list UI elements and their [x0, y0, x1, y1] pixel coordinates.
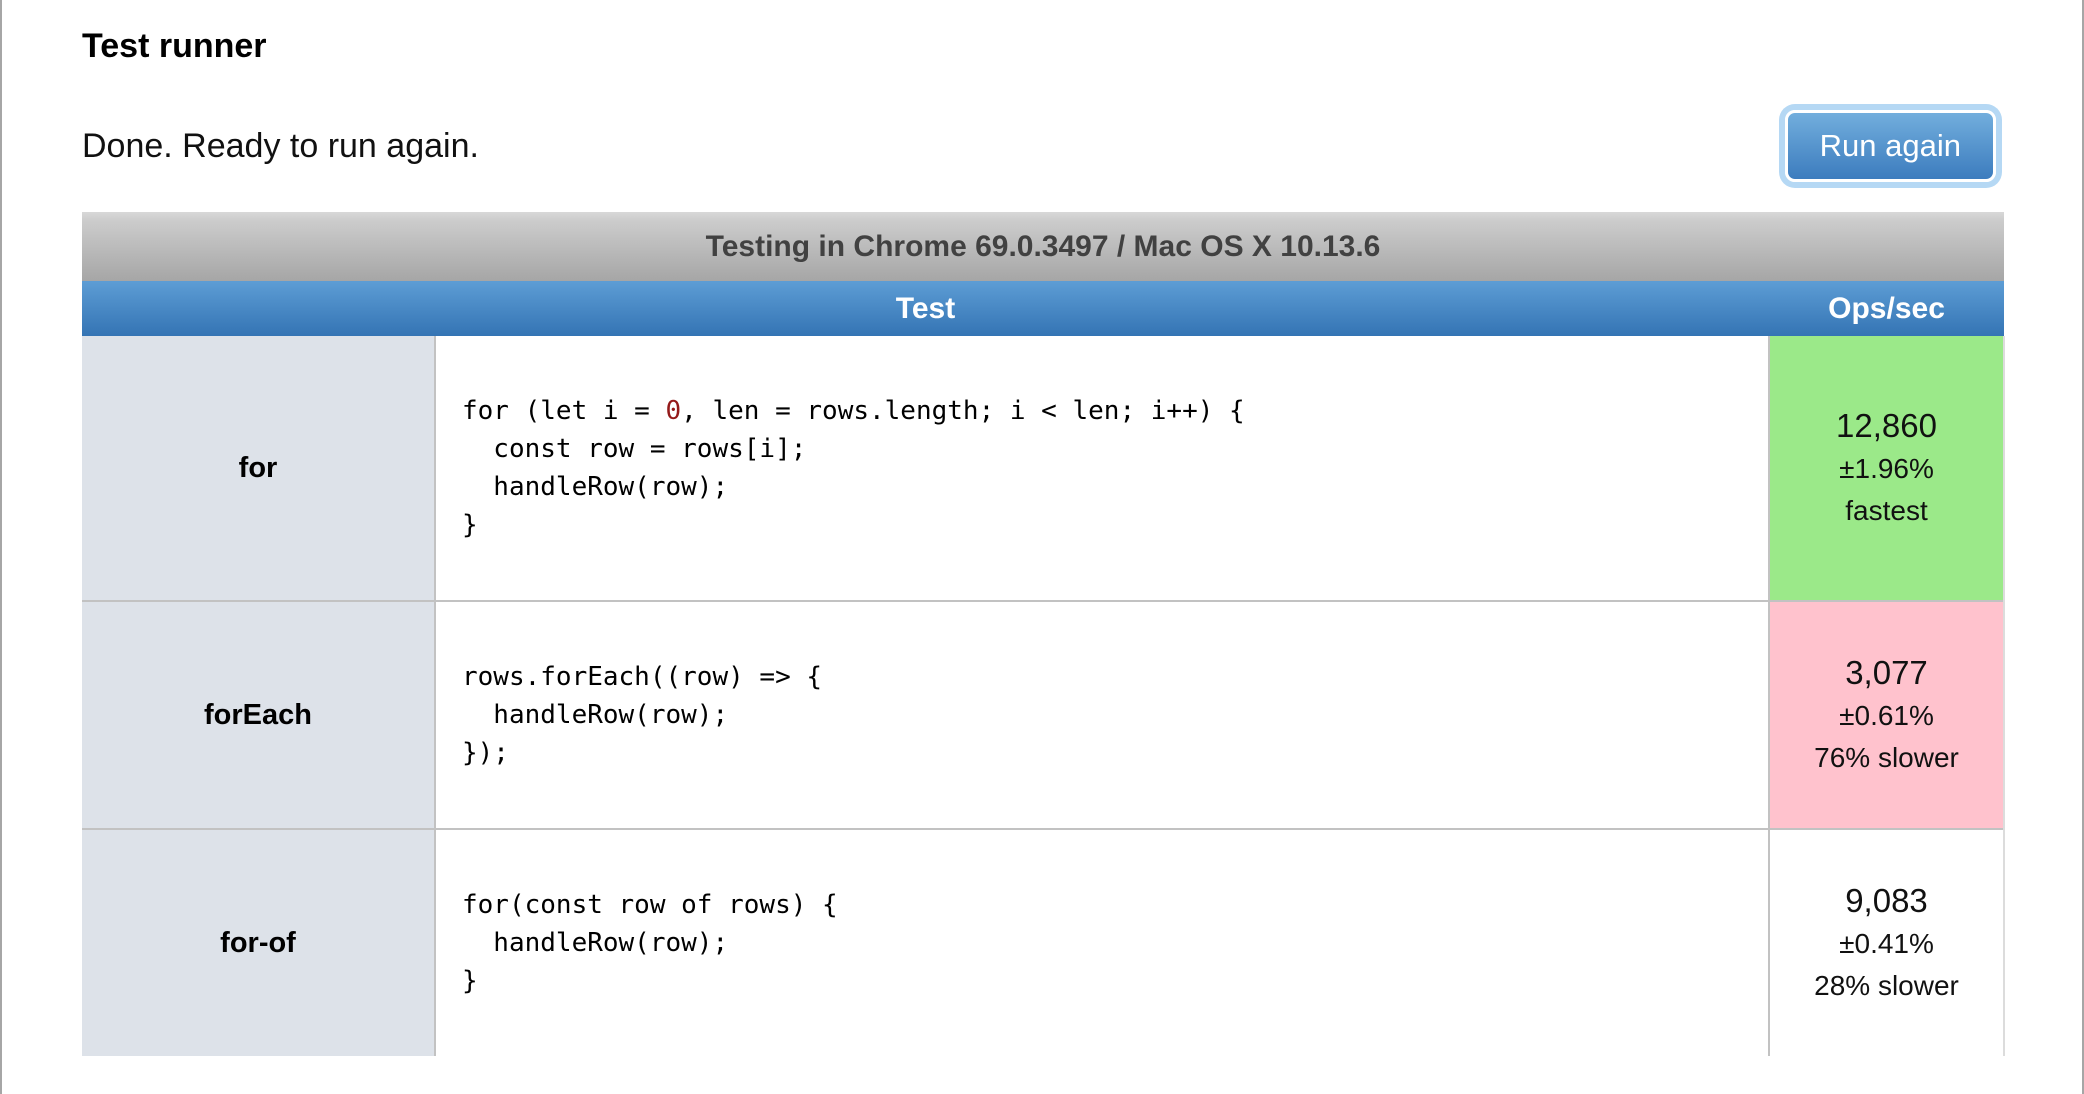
test-code: for (let i = 0, len = rows.length; i < l… [462, 396, 1245, 540]
test-code-cell: rows.forEach((row) => { handleRow(row); … [435, 600, 1770, 829]
ops-number: 3,077 [1845, 654, 1928, 691]
test-name: forEach [82, 600, 436, 829]
window-left-border [0, 0, 2, 1094]
column-header-test: Test [82, 281, 1769, 336]
test-runner-page: Test runner Done. Ready to run again. Ru… [82, 0, 2006, 1056]
benchmark-row: forEach rows.forEach((row) => { handleRo… [82, 600, 2006, 829]
ops-status: 76% slower [1814, 742, 1959, 773]
run-again-button[interactable]: Run again [1784, 110, 1996, 182]
test-code-cell: for(const row of rows) { handleRow(row);… [435, 828, 1770, 1056]
test-code: for(const row of rows) { handleRow(row);… [462, 890, 838, 996]
ops-status: 28% slower [1814, 970, 1959, 1001]
ops-margin: ±0.41% [1839, 928, 1934, 959]
ops-margin: ±0.61% [1839, 700, 1934, 731]
environment-caption: Testing in Chrome 69.0.3497 / Mac OS X 1… [82, 212, 2005, 281]
benchmark-row: for-of for(const row of rows) { handleRo… [82, 828, 2006, 1056]
ops-number: 12,860 [1836, 407, 1937, 444]
ops-cell: 9,083 ±0.41% 28% slower [1769, 828, 2006, 1056]
test-code: rows.forEach((row) => { handleRow(row); … [462, 662, 823, 768]
environment-caption-row: Testing in Chrome 69.0.3497 / Mac OS X 1… [82, 212, 2005, 281]
results-body: for for (let i = 0, len = rows.length; i… [82, 336, 2006, 1056]
status-text: Done. Ready to run again. [82, 126, 479, 165]
benchmark-row: for for (let i = 0, len = rows.length; i… [82, 336, 2006, 601]
test-code-cell: for (let i = 0, len = rows.length; i < l… [435, 336, 1770, 601]
page-title: Test runner [82, 27, 267, 65]
ops-number: 9,083 [1845, 882, 1928, 919]
window-right-border [2082, 0, 2084, 1094]
ops-margin: ±1.96% [1839, 453, 1934, 484]
ops-cell: 3,077 ±0.61% 76% slower [1769, 600, 2006, 829]
column-header-ops: Ops/sec [1769, 281, 2005, 336]
test-name: for-of [82, 828, 436, 1056]
results-table: Testing in Chrome 69.0.3497 / Mac OS X 1… [82, 212, 2006, 1056]
column-header-row: Test Ops/sec [82, 281, 2005, 336]
test-name: for [82, 336, 436, 601]
status-row: Done. Ready to run again. Run again [82, 102, 2004, 190]
ops-status: fastest [1845, 495, 1928, 526]
ops-cell: 12,860 ±1.96% fastest [1769, 336, 2006, 601]
